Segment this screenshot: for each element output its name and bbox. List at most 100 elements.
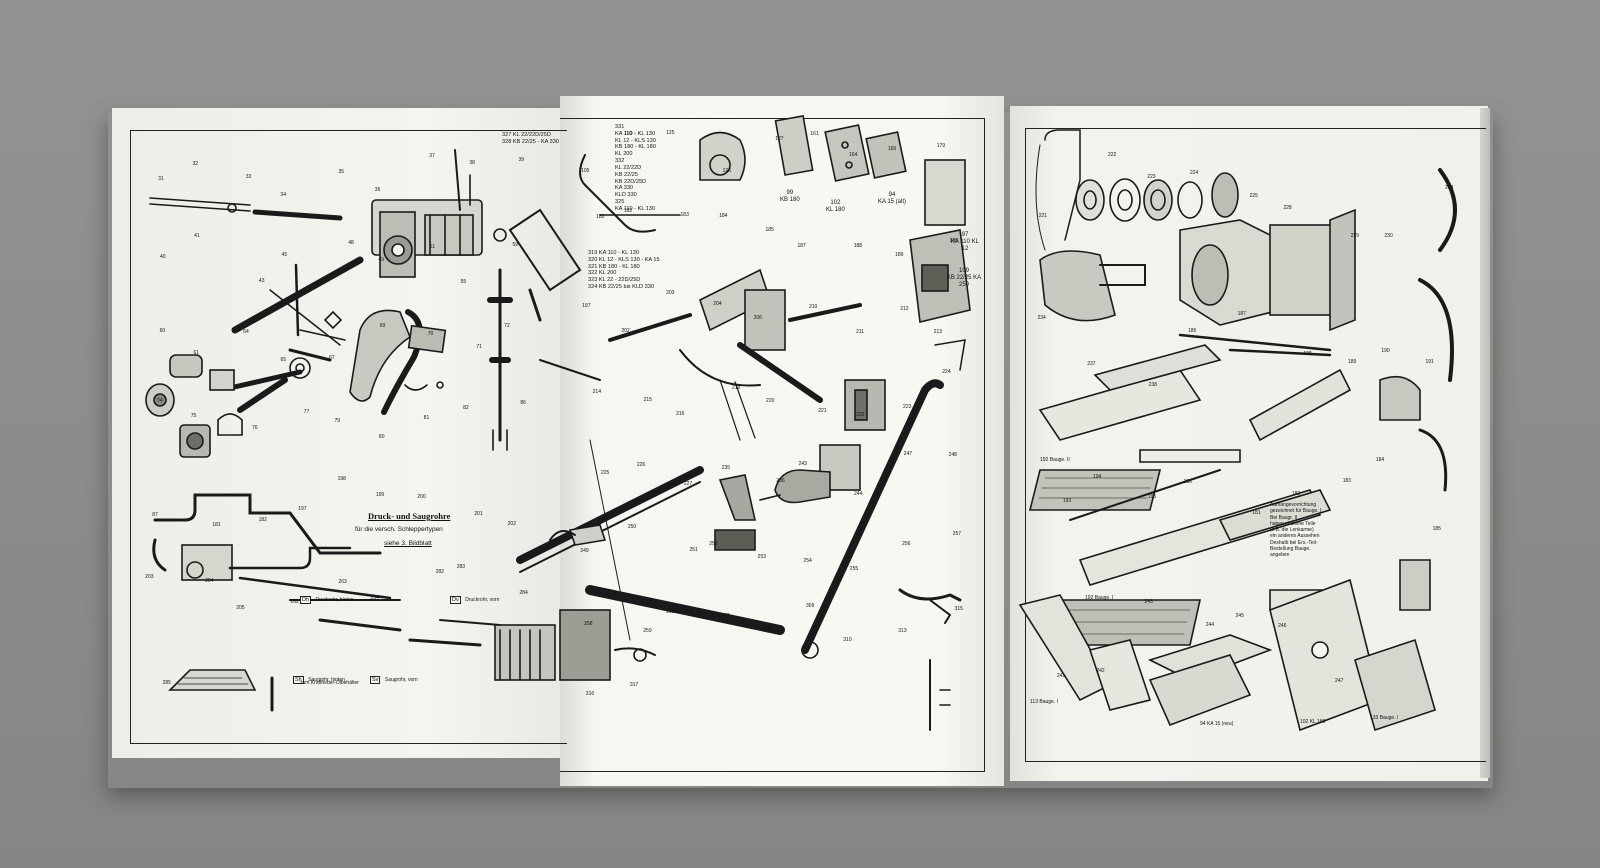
part-number-label: 252 [709,541,718,548]
part-number-label: 263 [338,579,347,586]
label-192-bauge-i: 192 Bauge. I [1085,595,1114,601]
part-number-label: 35 [338,169,345,176]
part-number-label: 223 [903,404,912,411]
ref-line: 320 KL 12 - KLS 130 - KA 15 [588,256,660,263]
part-number-label: 238 [1148,381,1158,388]
note-line: (z.B. die Lenkarme) [1270,527,1314,533]
part-number-label: 220 [766,398,775,405]
bracket-num: 94 [888,192,896,198]
part-number-label: 41 [194,232,200,239]
part-number-label: 247 [1335,677,1344,684]
ref-line: KB 180 - KL 180 [615,144,656,151]
part-number-label: 233 [1444,185,1454,192]
left-page-frame [130,130,567,744]
part-number-label: 237 [1087,360,1096,367]
tag-dv-text: Druckrohr, vorn [465,597,500,603]
part-number-label: 308 [763,625,772,632]
part-number-label: 213 [933,328,943,335]
ref-line: 322 KL 200 [588,270,617,277]
part-number-label: 43 [258,277,265,284]
part-number-label: 236 [776,478,785,485]
bracket-code: KA 15 (alt) [877,198,906,205]
part-number-label: 264 [370,594,379,601]
part-number-label: 188 [853,242,863,249]
part-number-label: 82 [463,404,469,411]
part-number-label: 202 [507,521,516,528]
part-number-label: 45 [281,252,288,259]
part-number-label: 225 [1249,192,1258,199]
ref-line: KB 22/25 [615,171,639,178]
part-number-label: 313 [898,627,907,634]
left-page-see-also: siehe 3. Bildblatt [384,540,432,547]
label-94-ka-15-neu: 94 KA 15 (neu) [1200,721,1234,727]
part-number-label: 48 [348,239,354,246]
part-number-label: 38 [469,160,475,167]
part-number-label: 243 [1144,599,1153,606]
part-number-label: 61 [193,349,200,356]
ref-block-331-325: 331 KA 110 - KL 130 KL 12 - KLS 130 KB 1… [615,124,656,213]
right-page-frame [1025,128,1486,762]
part-number-label: 200 [417,493,426,500]
bracket-code: KB 180 [780,196,800,203]
part-number-label: 37 [429,152,435,159]
part-number-label: 203 [666,289,675,296]
part-number-label: 185 [765,227,774,234]
part-number-label: 86 [520,399,526,406]
label-133-bauge-i: 133 Bauge. I [1370,715,1399,721]
part-number-label: 247 [903,451,913,458]
part-number-label: 221 [818,408,827,415]
bracket-label-102: 102 KL 180 [826,200,845,214]
part-number-label: 224 [942,368,951,375]
part-number-label: 215 [643,397,652,404]
tag-dh: Dh Druckrohr, hinten [300,588,354,606]
part-number-label: 223 [1147,173,1156,180]
ref-line: 331 [615,124,625,130]
part-number-label: 39 [518,156,525,163]
part-number-label: 282 [435,569,444,576]
part-number-label: 64 [243,328,249,335]
ref-line: 327 KL 22/22D/25D [502,132,551,138]
part-number-label: 260 [666,609,675,616]
part-number-label: 194 [1093,473,1102,480]
part-number-label: 71 [476,343,482,350]
part-number-label: 251 [689,547,698,554]
part-number-label: 188 [1303,351,1312,358]
ref-line: 325 [615,198,625,205]
part-number-label: 191 [1425,359,1434,366]
part-number-label: 72 [504,322,510,329]
bracket-code: KB 22/25 KA 250 [946,274,982,288]
part-number-label: 180 [596,214,605,221]
part-number-label: 198 [337,475,346,482]
part-number-label: 165 [887,145,897,152]
part-number-label: 79 [334,417,341,424]
part-number-label: 250 [627,523,637,530]
part-number-label: 284 [519,590,528,597]
part-number-label: 186 [1188,327,1197,334]
part-number-label: 246 [1278,622,1287,629]
hydraulic-lift-assembly-drawing [145,149,601,712]
note-line: Aufhängevorrichtung [1270,502,1317,508]
part-number-label: 204 [713,300,722,307]
part-number-label: 40 [159,254,166,261]
part-number-label: 76 [252,424,258,431]
part-number-label: 182 [623,207,633,214]
part-number-label: 80 [378,434,385,441]
part-number-label: 195 [1147,494,1157,501]
part-number-label: 181 [212,522,221,529]
part-number-label: 214 [592,388,601,395]
part-number-label: 222 [856,412,865,419]
part-number-label: 212 [900,306,909,313]
part-number-label: 227 [683,480,693,487]
part-number-label: 202 [621,328,630,335]
page-stack-edge [1480,108,1490,778]
part-number-label: 74 [157,397,163,404]
part-number-label: 259 [643,628,652,635]
part-number-label: 285 [162,680,171,687]
part-number-label: 179 [936,142,946,149]
assembly-note: Aufhängevorrichtung gezeichnet für Bauge… [1270,502,1321,558]
part-number-label: 187 [797,243,806,250]
tag-sh: Sh Saugrohr, hinten [293,668,345,686]
ref-line: 323 KL 22 - 22D/25D [588,277,641,284]
part-number-label: 75 [190,413,197,420]
part-number-label: 310 [843,636,852,643]
